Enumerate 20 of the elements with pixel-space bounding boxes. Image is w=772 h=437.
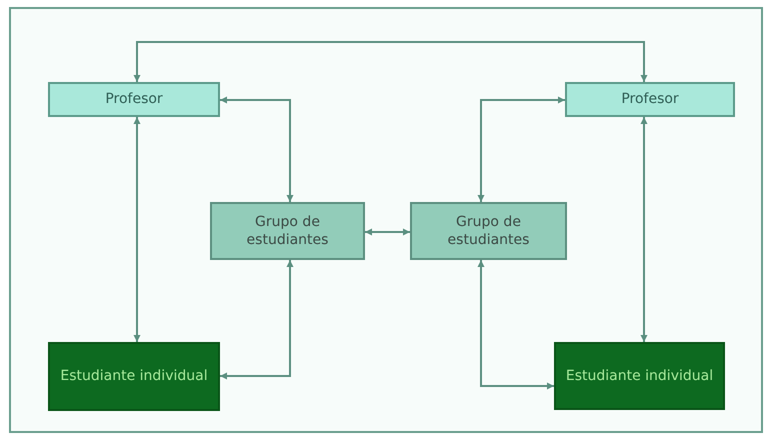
student-box <box>554 342 725 410</box>
arrow <box>220 260 294 380</box>
node-label: Grupo de estudiantes <box>446 212 530 250</box>
node-label: Profesor <box>621 90 679 109</box>
teacher-box <box>565 82 735 117</box>
teacher-box <box>48 82 220 117</box>
group-box <box>410 202 567 260</box>
group-box <box>210 202 365 260</box>
arrow <box>220 96 294 202</box>
arrow <box>640 117 648 342</box>
arrow <box>134 41 648 82</box>
node-label: Profesor <box>105 90 163 109</box>
arrow <box>134 117 140 342</box>
arrow <box>478 96 565 202</box>
arrow <box>365 228 410 236</box>
student-box <box>48 342 220 411</box>
node-label: Estudiante individual <box>60 367 208 386</box>
arrow <box>478 260 554 390</box>
node-label: Grupo de estudiantes <box>246 212 330 250</box>
node-label: Estudiante individual <box>566 366 714 386</box>
